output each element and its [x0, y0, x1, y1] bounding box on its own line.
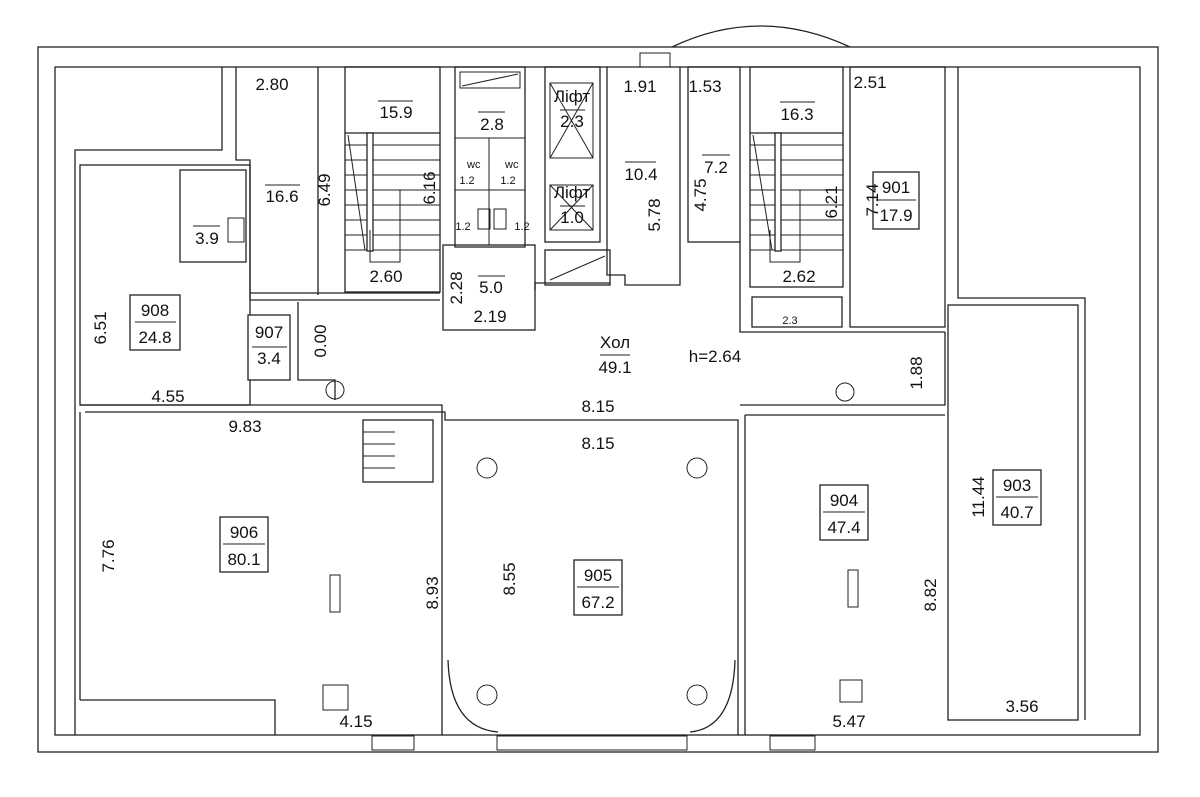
area-label: 7.2: [704, 158, 728, 177]
room-903-area: 40.7: [1000, 503, 1033, 522]
stair-1: [345, 132, 440, 263]
area-label: 3.9: [195, 229, 219, 248]
dimension: 3.56: [1005, 697, 1038, 716]
area-label: 2.3: [782, 315, 797, 327]
area-label: 1.2: [500, 175, 515, 187]
dimension: 8.15: [581, 397, 614, 416]
dimension: 4.55: [151, 387, 184, 406]
dimension: 1.91: [623, 77, 656, 96]
area-label: 1.2: [514, 221, 529, 233]
bathroom-outline: [179, 169, 247, 263]
dimension: 5.78: [645, 198, 664, 231]
dimension: 6.49: [315, 173, 334, 206]
room-906-area: 80.1: [227, 550, 260, 569]
dimension: 9.83: [228, 417, 261, 436]
area-label: 2.8: [480, 115, 504, 134]
dimensions: 2.80 2.60 2.19 1.91 1.53 2.62 2.51 4.55 …: [91, 73, 1039, 731]
hall-height: h=2.64: [689, 347, 741, 366]
bay-window: [671, 25, 851, 48]
dimension: 6.21: [822, 185, 841, 218]
outer-frame: [37, 46, 1159, 753]
window: [639, 52, 671, 68]
dimension: 1.88: [907, 356, 926, 389]
room-905-number: 905: [584, 566, 612, 585]
stair-2: [750, 132, 843, 263]
walls: [74, 66, 1086, 751]
dimension: 4.75: [691, 178, 710, 211]
area-label: 5.0: [479, 278, 503, 297]
room-908-outline: [79, 164, 251, 406]
lift-area: 1.0: [560, 208, 584, 227]
room-904-number: 904: [830, 491, 858, 510]
lift-area: 2.3: [560, 112, 584, 131]
hall-area: 49.1: [598, 358, 631, 377]
dimension: 2.60: [369, 267, 402, 286]
area-labels: 16.6 15.9 2.8 10.4 7.2 16.3 3.9 5.0 2.3 …: [193, 87, 815, 327]
dimension: 7.76: [99, 539, 118, 572]
area-label: 16.6: [265, 187, 298, 206]
room-907-number: 907: [255, 323, 283, 342]
room-907-area: 3.4: [257, 349, 281, 368]
dimension: 2.19: [473, 307, 506, 326]
dimension: 2.80: [255, 75, 288, 94]
dimension: 0.00: [311, 324, 330, 357]
dimension: 6.16: [420, 171, 439, 204]
area-label: 16.3: [780, 105, 813, 124]
sink: [227, 217, 245, 243]
room-901-number: 901: [882, 178, 910, 197]
room-908-number: 908: [141, 301, 169, 320]
lift-label: Ліфт: [554, 87, 591, 106]
lift-label: Ліфт: [554, 183, 591, 202]
room-906-number: 906: [230, 523, 258, 542]
dimension: 5.47: [832, 712, 865, 731]
columns: [322, 380, 863, 711]
dimension: 2.62: [782, 267, 815, 286]
dimension: 8.15: [581, 434, 614, 453]
room-903-outline: [947, 304, 1079, 721]
dimension: 8.55: [500, 562, 519, 595]
room-903-number: 903: [1003, 476, 1031, 495]
area-label: 10.4: [624, 165, 657, 184]
dimension: 4.15: [339, 712, 372, 731]
wc-label: wc: [504, 159, 519, 171]
area-label: 15.9: [379, 103, 412, 122]
room-908-area: 24.8: [138, 328, 171, 347]
area-label: 1.2: [455, 221, 470, 233]
dimension: 1.53: [688, 77, 721, 96]
dimension: 11.44: [969, 476, 988, 517]
dimension: 7.14: [863, 183, 882, 216]
dimension: 2.51: [853, 73, 886, 92]
dimension: 2.28: [447, 271, 466, 304]
dimension: 8.93: [423, 576, 442, 609]
dimension: 6.51: [91, 311, 110, 344]
room-904-area: 47.4: [827, 518, 860, 537]
room-905-area: 67.2: [581, 593, 614, 612]
dimension: 8.82: [921, 578, 940, 611]
hall-name: Хол: [600, 333, 630, 352]
wc-label: wc: [466, 159, 481, 171]
area-label: 1.2: [459, 175, 474, 187]
room-901-area: 17.9: [879, 206, 912, 225]
